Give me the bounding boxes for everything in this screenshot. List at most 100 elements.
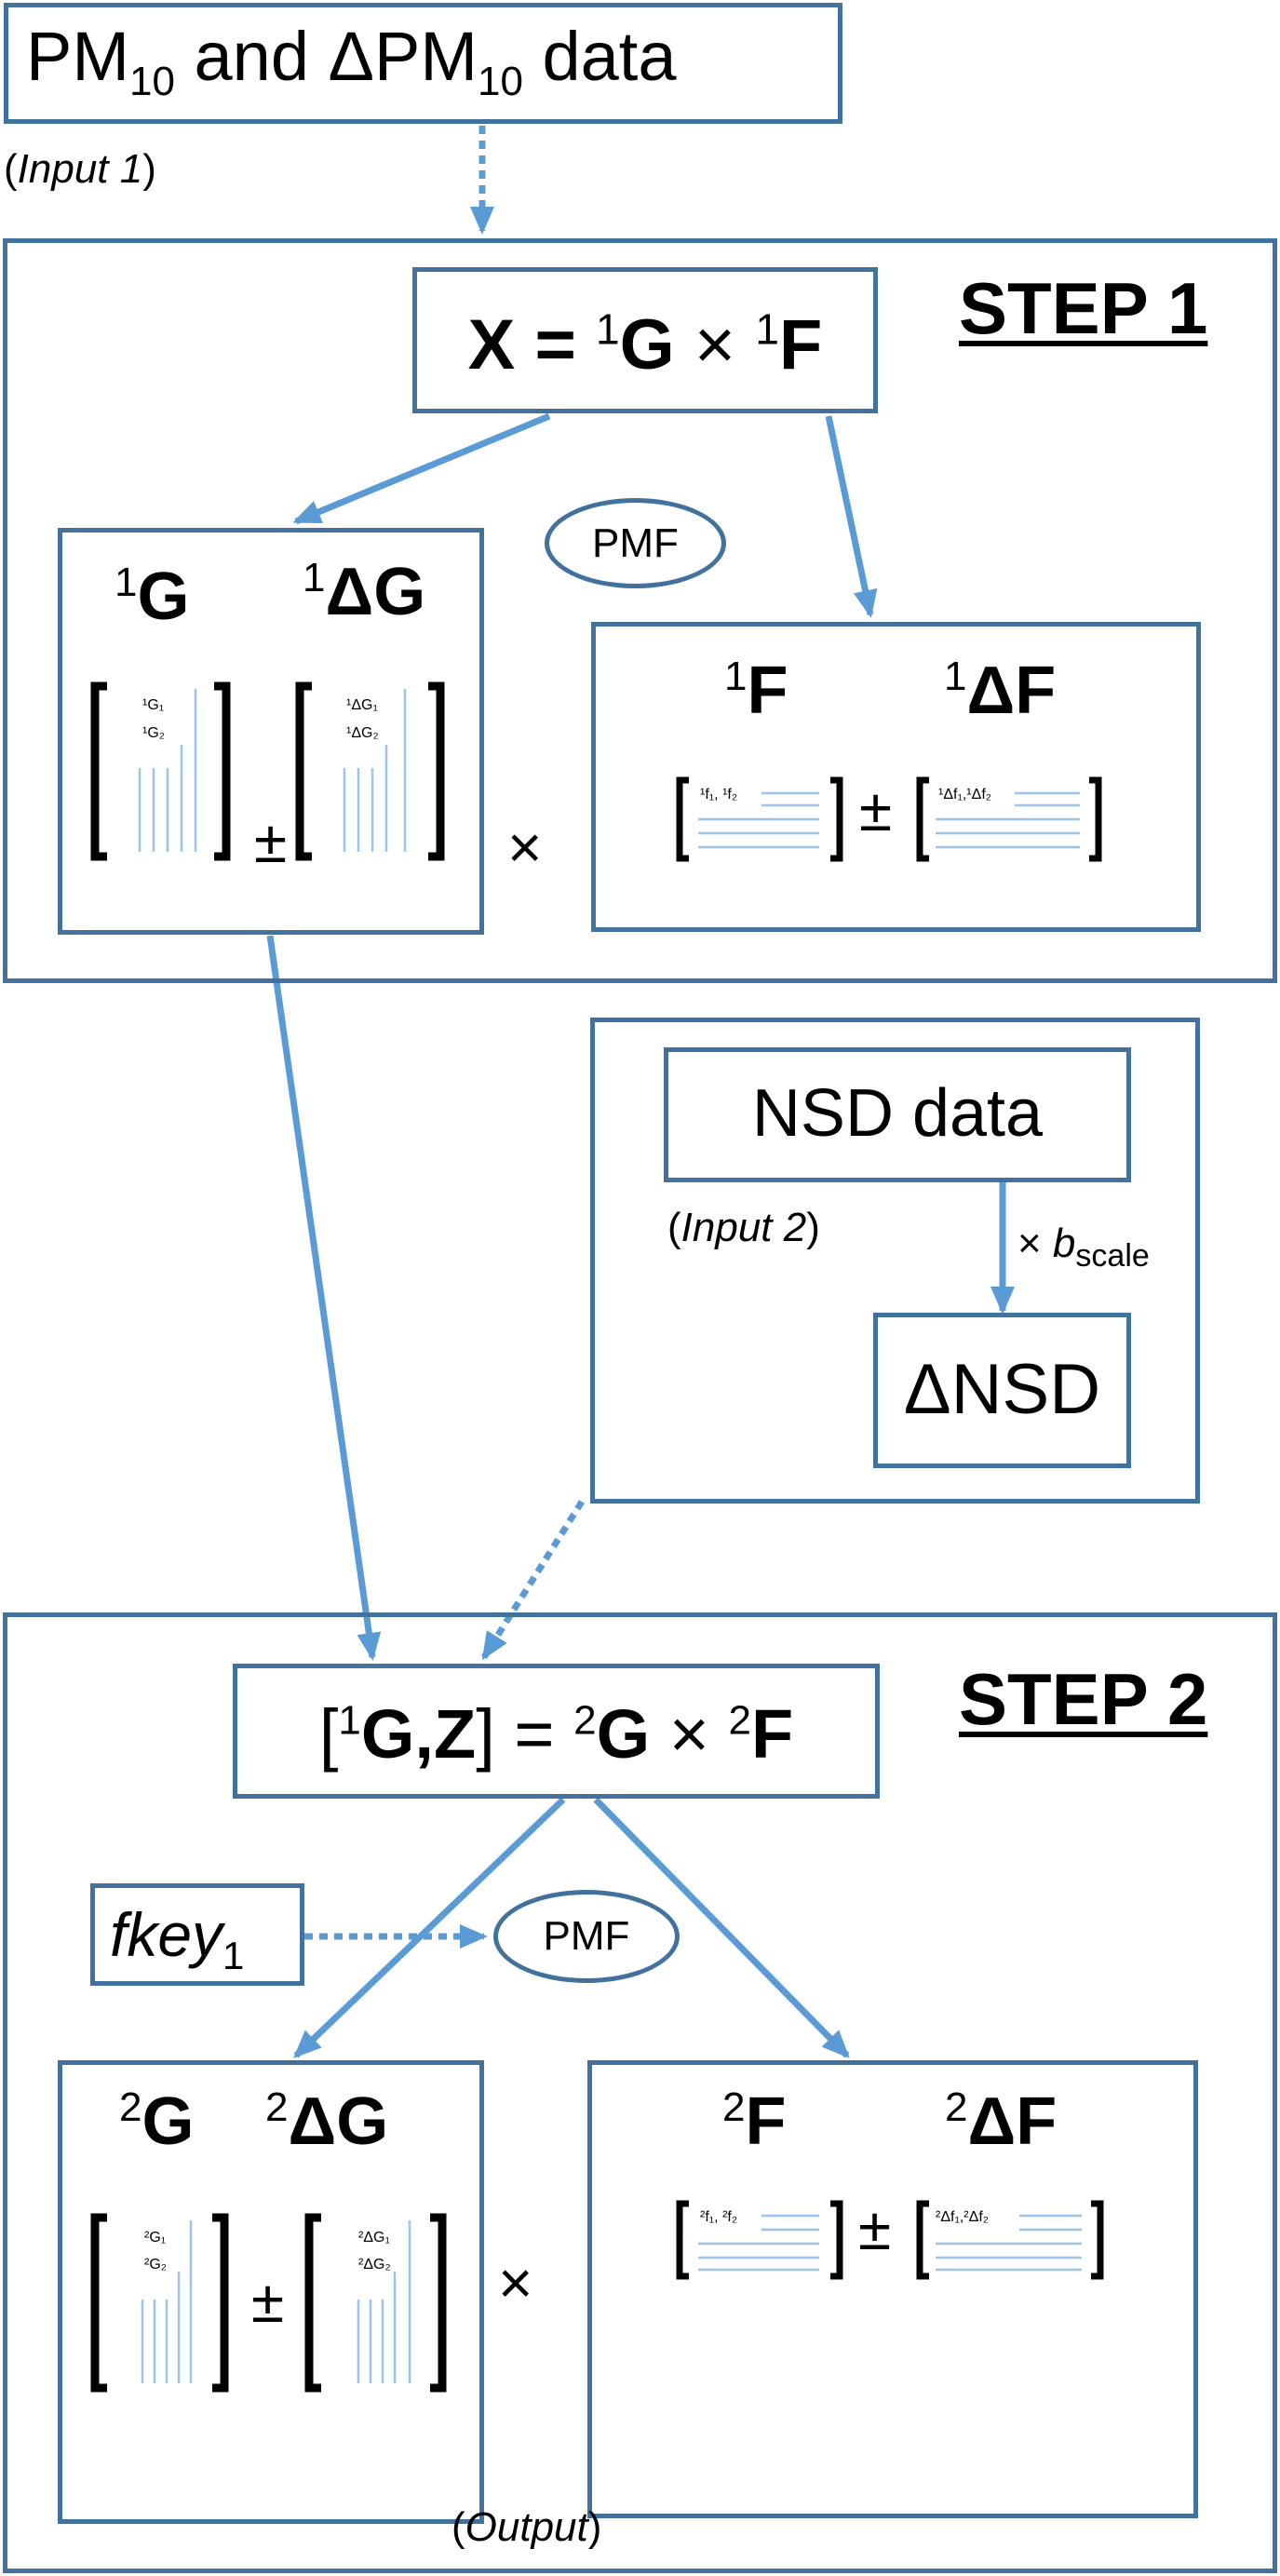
step2-df-header: 2ΔF	[945, 2087, 1057, 2156]
input1-sub1: 10	[129, 58, 175, 104]
s1-dg-label: ΔG	[325, 555, 426, 629]
eq1-sup2: 1	[755, 304, 779, 354]
s1-f-label: F	[747, 654, 788, 728]
s2-dg-row1: ²ΔG₁	[358, 2230, 390, 2246]
step1-f-header: 1F	[724, 654, 788, 725]
s2-df-row: ²Δf₁,²Δf₂	[936, 2209, 989, 2225]
s1-g-row2: ¹G₂	[142, 725, 165, 741]
step2-title: STEP 2	[959, 1658, 1208, 1740]
input1-sub2: 10	[477, 58, 523, 104]
step1-equation: X = 1G × 1F	[412, 308, 878, 381]
eq2-open: [	[318, 1695, 339, 1773]
arrow-eq1-to-g	[292, 412, 551, 525]
s1-df-sup: 1	[944, 654, 967, 699]
input1-caption: (Input 1)	[4, 149, 156, 190]
s2-g-row2: ²G₂	[144, 2257, 167, 2273]
s1-dg-sup: 1	[303, 555, 326, 600]
s2-df-label: ΔF	[967, 2084, 1058, 2159]
arrow-input2-to-eq2	[481, 1500, 585, 1661]
s1-f-row: ¹f₁, ¹f₂	[700, 787, 738, 802]
eq2-gz: G,Z	[360, 1695, 477, 1773]
step2-pmf-label: PMF	[543, 1913, 630, 1959]
s2-dg-label: ΔG	[288, 2084, 389, 2159]
arrow-g-to-eq2	[266, 935, 382, 1661]
arrow-eq2-to-g	[293, 1797, 566, 2058]
s1-df-label: ΔF	[966, 654, 1057, 728]
arrow-eq1-to-f	[825, 415, 878, 618]
step1-pmf-label: PMF	[592, 519, 679, 566]
output-caption: (Output)	[451, 2507, 601, 2548]
input1-pm: PM	[26, 18, 129, 95]
step2-pmf-ellipse: PMF	[493, 1890, 680, 1983]
step1-g-panel	[58, 528, 484, 935]
step2-equation: [1G,Z] = 2G × 2F	[233, 1700, 880, 1769]
s2-f-row: ²f₁, ²f₂	[700, 2209, 738, 2225]
eq2-sup3: 2	[728, 1697, 751, 1744]
eq1-g: G	[619, 305, 675, 384]
step2-equation-box	[233, 1664, 880, 1799]
bscale-times: ×	[1017, 1221, 1053, 1266]
s1-f-sup: 1	[724, 654, 748, 699]
eq2-sup1: 1	[338, 1697, 361, 1744]
s1-g-sup: 1	[115, 560, 138, 605]
step2-f-header: 2F	[722, 2087, 786, 2156]
step1-pmf-ellipse: PMF	[545, 498, 726, 588]
input1-suffix: data	[522, 18, 677, 95]
s1-f-pm: ±	[859, 776, 893, 843]
fkey-label: fkey1	[110, 1904, 244, 1976]
s1-df-row: ¹Δf₁,¹Δf₂	[938, 787, 991, 802]
s2-g-times: ×	[498, 2249, 533, 2316]
nsd-box	[664, 1047, 1131, 1182]
step1-equation-box	[412, 267, 878, 413]
s2-f-pm: ±	[858, 2195, 892, 2262]
s2-g-pm: ±	[251, 2268, 285, 2335]
fkey-text: fkey	[110, 1900, 223, 1969]
s2-f-sup: 2	[722, 2084, 746, 2130]
s2-g-sup: 2	[119, 2084, 142, 2130]
s2-g-row1: ²G₁	[144, 2230, 167, 2246]
step1-g-header: 1G	[115, 560, 190, 631]
dnsd-label: ΔNSD	[903, 1350, 1101, 1429]
s1-g-label: G	[137, 560, 190, 634]
s2-g-label: G	[141, 2084, 195, 2159]
step2-g-panel	[58, 2060, 484, 2524]
s1-g-row1: ¹G₁	[142, 697, 165, 713]
input1-box	[4, 3, 842, 124]
step2-dg-header: 2ΔG	[265, 2087, 388, 2156]
s1-dg-row2: ¹ΔG₂	[346, 725, 379, 741]
input1-title: PM10 and ΔPM10 data	[26, 22, 677, 102]
input2-box	[590, 1018, 1200, 1504]
eq1-x: X =	[467, 305, 596, 384]
s1-g-pm: ±	[254, 808, 288, 875]
eq1-f: F	[778, 305, 823, 384]
s1-dg-row1: ¹ΔG₁	[346, 697, 378, 713]
eq2-close: ] =	[476, 1695, 574, 1773]
input1-caption-open: (	[4, 146, 18, 192]
bscale-sub: scale	[1075, 1237, 1150, 1274]
step1-dg-header: 1ΔG	[303, 558, 425, 627]
input2-caption-close: )	[806, 1205, 820, 1250]
bscale-label: × bscale	[1017, 1221, 1150, 1272]
arrow-eq2-to-f	[593, 1797, 850, 2058]
bscale-b: b	[1052, 1221, 1076, 1266]
step1-f-panel	[591, 622, 1201, 932]
output-caption-text: Output	[465, 2504, 588, 2550]
output-caption-close: )	[587, 2504, 602, 2550]
input1-caption-text: Input 1	[17, 146, 143, 192]
step2-g-header: 2G	[119, 2087, 195, 2156]
s2-f-label: F	[745, 2084, 787, 2159]
dnsd-box	[873, 1313, 1131, 1468]
step1-df-header: 1ΔF	[944, 654, 1056, 725]
eq2-g: G	[596, 1695, 651, 1773]
eq2-f: F	[750, 1695, 794, 1773]
eq2-sup2: 2	[573, 1697, 597, 1744]
input2-caption-text: Input 2	[680, 1205, 807, 1250]
nsd-label: NSD data	[751, 1076, 1044, 1151]
eq1-times: ×	[674, 305, 756, 384]
s2-dg-sup: 2	[265, 2084, 289, 2130]
